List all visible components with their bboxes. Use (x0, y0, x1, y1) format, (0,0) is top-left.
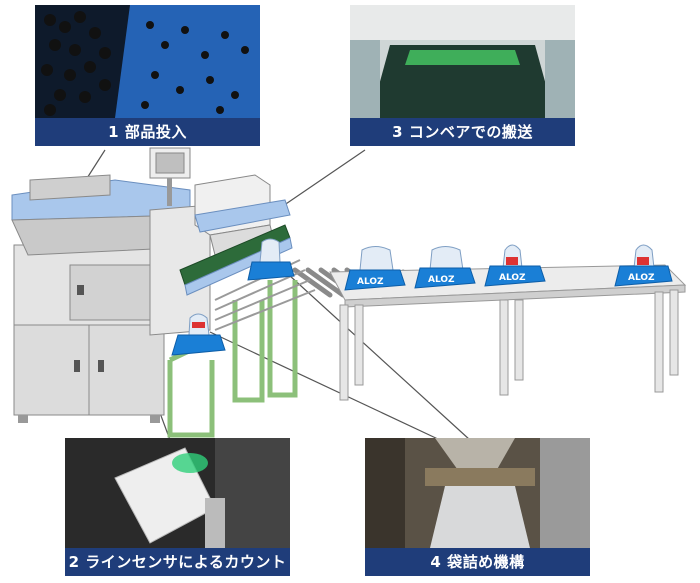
box-label: ALOZ (499, 273, 526, 283)
photo-parts-input (35, 5, 260, 118)
sensor-photo-graphic (65, 438, 290, 548)
box-label: ALOZ (628, 273, 655, 283)
feeder-unit (194, 174, 291, 256)
caption-step4: 4 袋詰め機構 (365, 548, 590, 576)
box-label: ALOZ (357, 277, 384, 287)
photo-bagging-mechanism (365, 438, 590, 548)
conveyor-photo-graphic (350, 5, 575, 118)
photo-conveyor-transport (350, 5, 575, 118)
photo-line-sensor (65, 438, 290, 548)
caption-step1: 1 部品投入 (35, 118, 260, 146)
bag-box: ALOZ (484, 244, 546, 287)
bagging-photo-graphic (365, 438, 590, 548)
machine-cabinet (11, 147, 211, 423)
bag-box: ALOZ (414, 246, 476, 289)
bag-box: ALOZ (344, 246, 406, 291)
parts-photo-graphic (35, 5, 260, 118)
caption-step3: 3 コンベアでの搬送 (350, 118, 575, 146)
connector-step4 (277, 264, 471, 441)
bag-box: ALOZ (614, 244, 673, 287)
connector-step4b (209, 331, 441, 441)
bag-box (247, 238, 295, 281)
box-label: ALOZ (428, 275, 455, 285)
bag-box (171, 313, 226, 356)
caption-step2: 2 ラインセンサによるカウント (65, 548, 290, 576)
bag-boxes: ALOZ ALOZ ALOZ ALOZ (171, 238, 673, 356)
